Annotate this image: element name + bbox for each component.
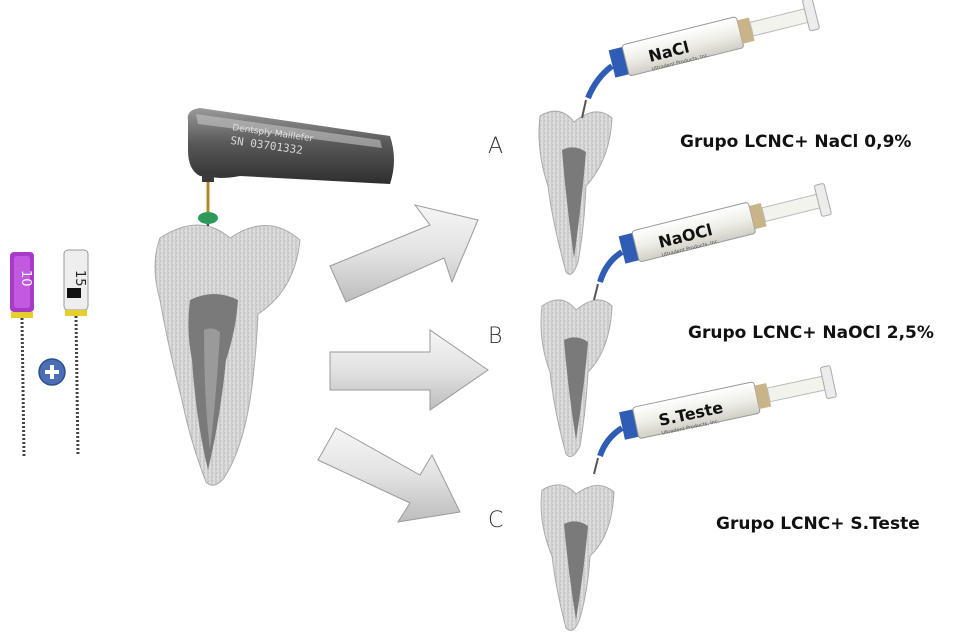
file-15-label: 15 [72,270,87,287]
tooth-b [541,300,612,457]
arrow-c [318,428,460,522]
file-10-label: 10 [18,270,33,287]
arrow-a [330,205,478,302]
group-letter-b: B [488,324,502,349]
large-tooth [155,225,300,485]
group-c-label: Grupo LCNC+ S.Teste [716,514,920,534]
group-b-label: Grupo LCNC+ NaOCl 2,5% [688,323,934,343]
group-letter-c: C [488,508,503,533]
group-a-label: Grupo LCNC+ NaCl 0,9% [680,132,911,152]
arrow-b [330,330,488,410]
plus-icon [39,359,65,385]
tooth-a [539,111,612,274]
group-letter-a: A [488,134,503,159]
tooth-c [541,485,614,631]
